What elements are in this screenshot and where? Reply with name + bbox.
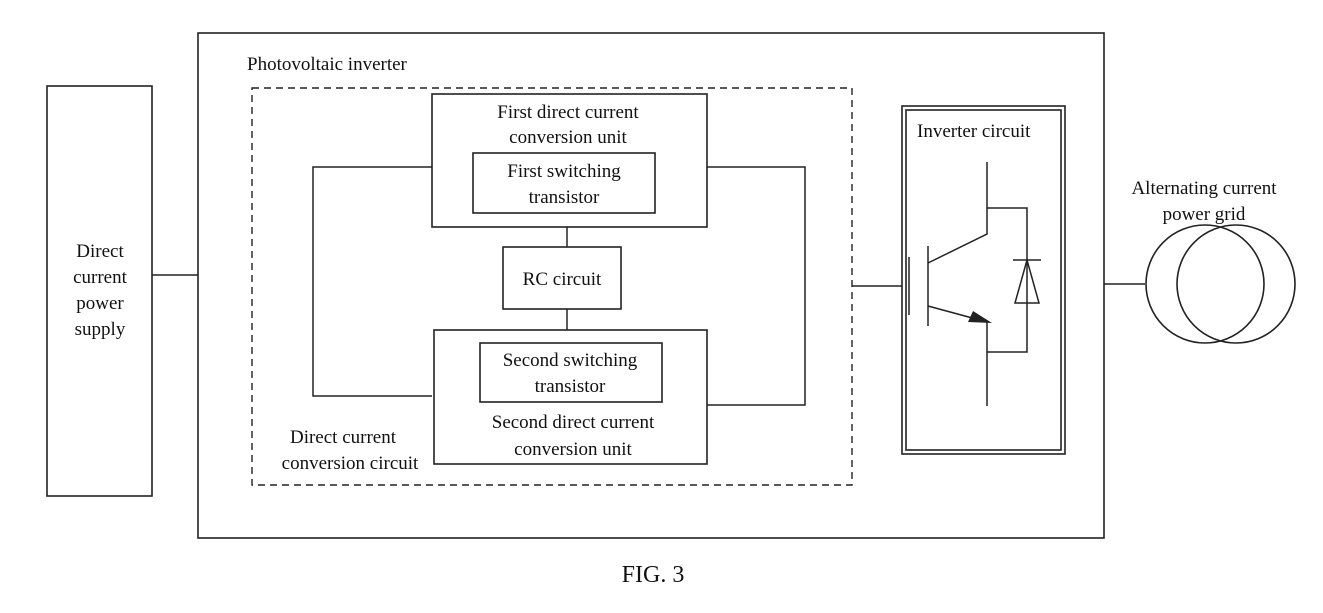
second-switch-label-2: transistor xyxy=(535,376,606,397)
freewheeling-diode-icon xyxy=(987,208,1041,352)
dc-power-supply-block: Direct current power supply xyxy=(47,86,152,496)
inverter-circuit-inner-box xyxy=(906,110,1061,450)
first-switch-label-2: transistor xyxy=(529,187,600,208)
igbt-transistor-icon xyxy=(909,162,992,406)
dc-conv-circuit-label-2: conversion circuit xyxy=(282,453,419,474)
rc-circuit-block: RC circuit xyxy=(503,247,621,309)
dc-supply-label-1: Direct xyxy=(76,241,124,262)
dc-supply-label-2: current xyxy=(73,267,128,288)
dc-power-supply-box xyxy=(47,86,152,496)
dc-supply-label-4: supply xyxy=(75,319,126,340)
first-unit-label-1: First direct current xyxy=(497,102,639,123)
transformer-icon xyxy=(1146,225,1295,343)
inverter-circuit-block: Inverter circuit xyxy=(902,106,1065,454)
second-dc-conversion-unit: Second switching transistor Second direc… xyxy=(434,330,707,464)
second-switch-label-1: Second switching xyxy=(503,350,638,371)
rc-circuit-label: RC circuit xyxy=(523,269,602,290)
right-loop-wire xyxy=(707,167,805,405)
second-unit-label-2: conversion unit xyxy=(514,439,632,460)
dc-conv-circuit-label-1: Direct current xyxy=(290,427,397,448)
first-switch-label-1: First switching xyxy=(507,161,621,182)
left-loop-wire xyxy=(313,167,432,396)
figure-caption: FIG. 3 xyxy=(622,562,685,588)
pv-inverter-label: Photovoltaic inverter xyxy=(247,54,408,75)
ac-power-grid-block: Alternating current power grid xyxy=(1131,178,1295,343)
first-unit-label-2: conversion unit xyxy=(509,127,627,148)
dc-supply-label-3: power xyxy=(76,293,124,314)
first-dc-conversion-unit: First direct current conversion unit Fir… xyxy=(432,94,707,227)
ac-grid-label-2: power grid xyxy=(1163,204,1246,225)
ac-grid-label-1: Alternating current xyxy=(1131,178,1277,199)
inverter-circuit-box xyxy=(902,106,1065,454)
second-unit-label-1: Second direct current xyxy=(492,412,655,433)
inverter-circuit-label: Inverter circuit xyxy=(917,121,1031,142)
